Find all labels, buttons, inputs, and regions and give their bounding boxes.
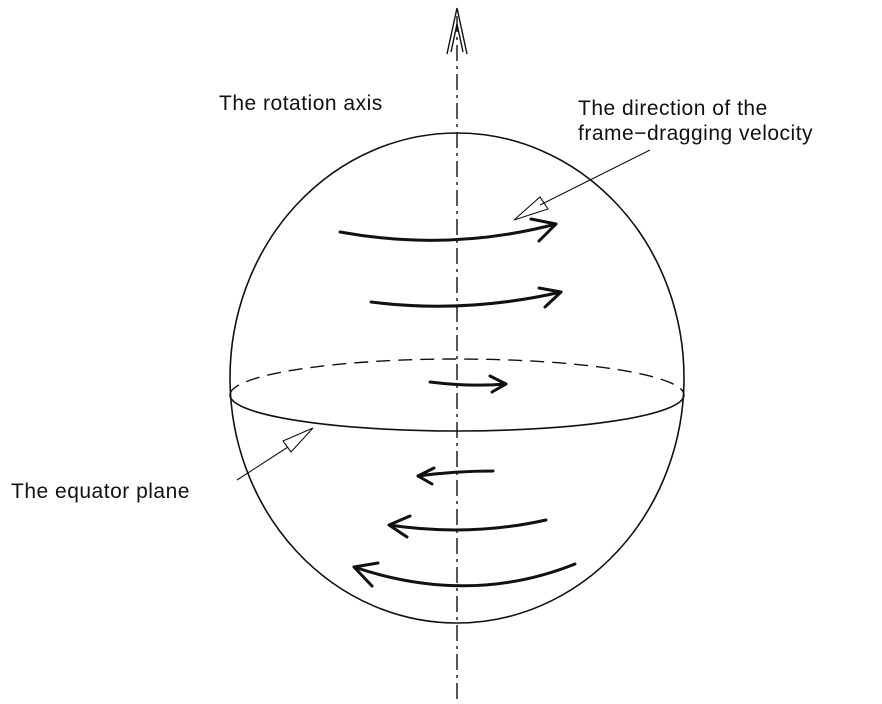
velocity-arrow-head xyxy=(387,514,412,539)
velocity-arrows-upper xyxy=(338,217,563,394)
velocity-arrows-lower xyxy=(352,466,577,588)
velocity-arrow xyxy=(387,518,548,532)
velocity-arrow xyxy=(352,562,577,588)
velocity-arrow xyxy=(369,290,563,308)
rotation-axis-label: The rotation axis xyxy=(219,92,383,115)
frame-dragging-label-line2: frame−dragging velocity xyxy=(578,122,814,145)
velocity-arrow xyxy=(338,222,558,242)
velocity-arrow xyxy=(416,469,495,478)
frame-dragging-label-line1: The direction of the xyxy=(578,97,768,120)
velocity-arrow xyxy=(428,380,508,387)
rotation-axis-arrowhead xyxy=(446,7,468,55)
velocity-arrow-head xyxy=(416,466,436,486)
frame-dragging-label: The direction of the frame−dragging velo… xyxy=(578,96,813,146)
equator-pointer xyxy=(236,427,314,481)
velocity-arrow-head xyxy=(529,217,558,243)
frame-dragging-pointer xyxy=(513,149,651,221)
velocity-arrow-head xyxy=(488,374,508,394)
equator-plane-label: The equator plane xyxy=(11,480,190,503)
velocity-arrow-head xyxy=(352,561,380,588)
equator-back-half xyxy=(229,358,685,396)
velocity-arrow-head xyxy=(537,286,563,309)
